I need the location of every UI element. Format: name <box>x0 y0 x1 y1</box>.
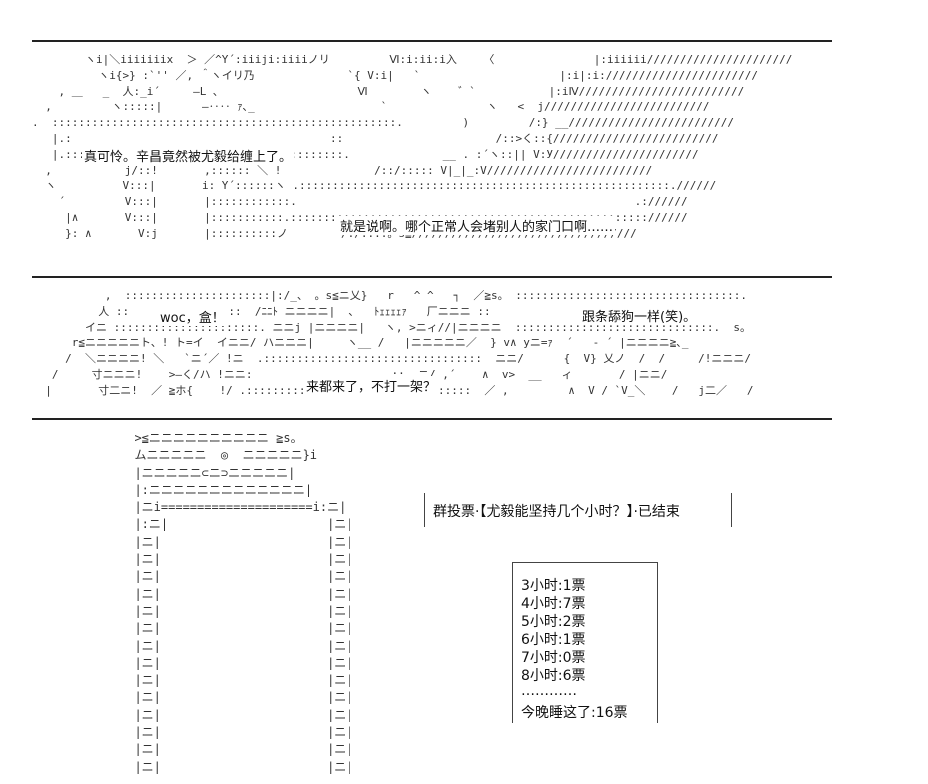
art-line: , ::::::::::::::::::::::|:/_、 。s≦ニ乂} r ^… <box>32 289 748 302</box>
gate-line: |ニニニニニ⊂ニ⊃ニニニニニ| <box>120 465 296 480</box>
art-line: . ::::::::::::::::::::::::::::::::::::::… <box>32 116 734 130</box>
art-line: ´ V:::| |::::::::::::. .:////// <box>32 195 688 209</box>
gate-line: |ニ| |ニ| <box>120 759 350 774</box>
panel-divider-bottom <box>32 418 832 420</box>
vote-title-box: 群投票·【尤毅能坚持几个小时？】·已结束 <box>424 493 732 527</box>
gate-line: |ニ| |ニ| <box>120 534 350 549</box>
art-line: / ＼ニニニニ! ＼ `ニ´／ !ニ .::::::::::::::::::::… <box>32 352 752 366</box>
gate-line: |ニ| |ニ| <box>120 621 350 636</box>
tally-row: 6小时:1票 <box>521 632 586 648</box>
art-line: , j/::! ,:::::: ＼ ! /::/::::: V|_|_:V///… <box>32 163 653 177</box>
gate-ascii-art: >≦ニニニニニニニニニニ ≧s。 ムニニニニニ ◎ ニニニニニ}i |ニニニニニ… <box>120 430 350 784</box>
gate-line: |ニ| |ニ| <box>120 638 350 653</box>
speech-right: 就是说啊。哪个正常人会堵别人的家门口啊…… <box>338 216 616 235</box>
gate-line: |:ニニニニニニニニニニニニニ| <box>120 482 313 497</box>
tally-row: 今晚睡这了:16票 <box>521 705 628 721</box>
art-line: ヽ V:::| i: Y´::::::ヽ .::::::::::::::::::… <box>32 179 717 193</box>
gate-line: |ニ| |ニ| <box>120 655 350 670</box>
gate-line: |ニ| |ニ| <box>120 673 350 688</box>
panel-divider-middle <box>32 276 832 278</box>
gate-line: |ニi=====================i:ニ| <box>120 500 347 515</box>
ascii-art-panel-2: , ::::::::::::::::::::::|:/_、 。s≦ニ乂} r ^… <box>32 288 832 399</box>
art-line: ヽi|＼iiiiiiix ＞ ／^Y´:iiiji:iiiiノリ Ⅵ:i:ii:… <box>32 53 793 66</box>
panel-2: , ::::::::::::::::::::::|:/_、 。s≦ニ乂} r ^… <box>32 280 832 416</box>
gate-line: |ニ| |ニ| <box>120 552 350 567</box>
vote-tally-box: 3小时:1票 4小时:7票 5小时:2票 6小时:1票 7小时:0票 8小时:6… <box>512 562 658 723</box>
gate-line: ムニニニニニ ◎ ニニニニニ}i <box>120 448 318 463</box>
speech-fight: 来都来了，不打一架？ <box>304 376 439 395</box>
gate-line: >≦ニニニニニニニニニニ ≧s。 <box>120 431 303 445</box>
art-line: ヽi{>} :`'' ／, ＾ヽイリ乃 `{ V:i| ` |:i|:i:///… <box>32 68 759 82</box>
tally-row: ………… <box>521 683 577 699</box>
gate-line: |ニ| |ニ| <box>120 569 350 584</box>
speech-left: 真可怜。辛昌竟然被尤毅给缠上了。 <box>82 146 295 165</box>
gate-line: |ニ| |ニ| <box>120 603 350 618</box>
art-line: |.: :: /::>く::{///////////////////////// <box>32 131 719 145</box>
gate-line: |:ニ| |ニ| <box>120 517 350 532</box>
vote-title: 群投票·【尤毅能坚持几个小时？】·已结束 <box>433 504 680 520</box>
tally-row: 4小时:7票 <box>521 596 586 612</box>
art-line: , ＿ _ 人:_i´ ―L ､ Ⅵ ヽ ゛` |:iⅣ////////////… <box>32 84 745 98</box>
gate-line: |ニ| |ニ| <box>120 742 350 757</box>
tally-row: 7小时:0票 <box>521 650 586 666</box>
gate-line: |ニ| |ニ| <box>120 586 350 601</box>
tally-row: 3小时:1票 <box>521 578 586 594</box>
art-line: 人 :: ::: /ﾆﾆﾄ ニニニニ| ､ ﾄ​ｪｪｪｪｧ 厂ニニニ :: :: <box>32 304 670 318</box>
panel-divider-top <box>32 40 832 42</box>
speech-woc: woc，盒！ <box>158 307 227 326</box>
art-line: r≦ニニニニニト、! ト=イ イニニ/ ハニニニ| ヽ__ / |ニニニニニ／ … <box>32 336 689 350</box>
art-line: , ヽ:::::| ―‥‥ ｧ､_ ` ヽ < j///////////////… <box>32 100 710 114</box>
gate-line: |ニ| |ニ| <box>120 725 350 740</box>
art-line: イニ ::::::::::::::::::::::. ニニj |ニニニニ| ヽ,… <box>32 320 752 334</box>
gate-line: |ニ| |ニ| <box>120 690 350 705</box>
gate-line: |ニ| |ニ| <box>120 707 350 722</box>
panel-1: ヽi|＼iiiiiiix ＞ ／^Y´:iiiji:iiiiノリ Ⅵ:i:ii:… <box>32 44 832 274</box>
tally-row: 8小时:6票 <box>521 668 586 684</box>
tally-row: 5小时:2票 <box>521 614 586 630</box>
speech-licking-dog: 跟条舔狗一样(笑)。 <box>580 306 699 325</box>
